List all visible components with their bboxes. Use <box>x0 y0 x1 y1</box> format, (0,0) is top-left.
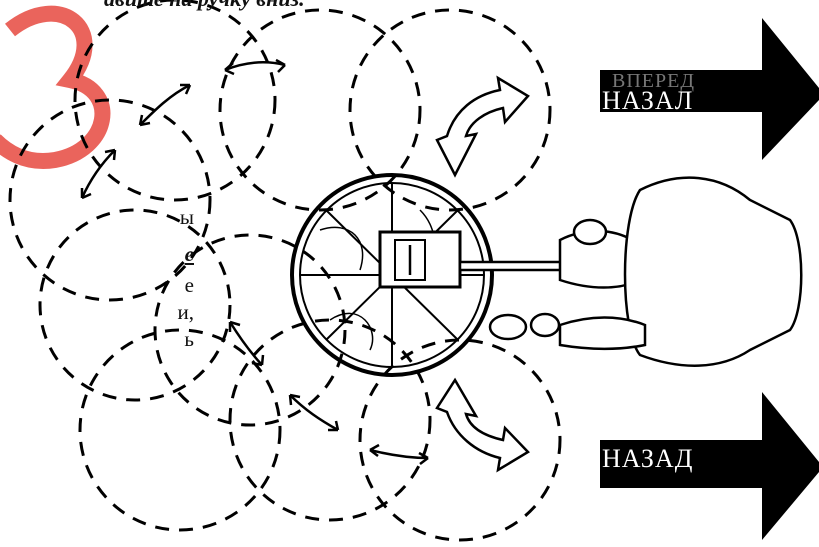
body-text-fragment: е <box>150 241 194 267</box>
body-text-fragment: ы <box>150 204 194 230</box>
double-arrow-icon <box>140 85 190 125</box>
curved-arrow-icon <box>437 380 528 470</box>
body-text-fragment: и, <box>150 299 194 325</box>
curved-arrow-icon <box>437 78 528 175</box>
arrow-label-back: НАЗАЛ <box>602 86 693 116</box>
sweep-circle <box>40 210 230 400</box>
sweep-circle <box>80 330 280 530</box>
operator-figure <box>460 178 801 366</box>
body-text-fragment: ь <box>150 326 194 352</box>
double-arrow-icon <box>230 322 262 365</box>
sweep-circle <box>350 10 550 210</box>
double-arrow-icon <box>82 150 115 198</box>
sweep-circle <box>360 340 560 540</box>
sweep-circle <box>230 320 430 520</box>
detector-coil <box>292 175 492 375</box>
swing-arrows <box>82 60 428 464</box>
body-text-fragment: е <box>150 272 194 298</box>
double-arrow-icon <box>225 62 285 70</box>
watermark-logo <box>0 14 102 161</box>
arrow-label-back: НАЗАД <box>602 444 693 474</box>
instruction-caption: авите на ручку вниз. <box>104 0 305 12</box>
sweep-circle <box>220 10 420 210</box>
